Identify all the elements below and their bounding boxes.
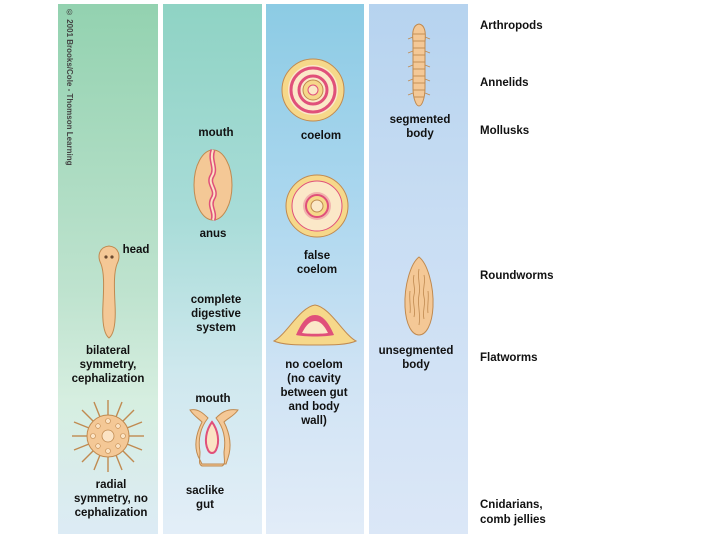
flatworm-figure <box>98 245 120 339</box>
group-mollusks: Mollusks <box>480 125 530 137</box>
radial-symmetry-label: radial symmetry, no cephalization <box>74 479 148 519</box>
group-flatworms: Flatworms <box>480 352 538 364</box>
unsegmented-body-label: unsegmented body <box>378 345 454 371</box>
group-arthropods: Arthropods <box>480 20 543 32</box>
head-label: head <box>122 244 150 256</box>
no-coelom-label: no coelom (no cavity between gut and bod… <box>280 359 348 427</box>
coelom-label: coelom <box>300 130 342 142</box>
segmented-worm-figure <box>407 23 431 107</box>
cnidarian-figure <box>72 400 144 472</box>
copyright-text: © 2001 Brooks/Cole - Thomson Learning <box>65 8 74 166</box>
saclike-gut-figure <box>189 409 239 467</box>
no-coelom-figure <box>272 304 358 346</box>
complete-digestive-label: complete digestive system <box>190 294 242 334</box>
anus-label: anus <box>199 228 227 240</box>
saclike-gut-label: saclike gut <box>185 485 225 511</box>
group-cnidarians: Cnidarians, comb jellies <box>480 499 546 526</box>
bilateral-symmetry-label: bilateral symmetry, cephalization <box>71 345 145 385</box>
coelom-figure <box>281 58 345 122</box>
false-coelom-figure <box>285 174 349 238</box>
complete-gut-figure <box>193 149 233 221</box>
mouth-label-bottom: mouth <box>195 393 231 405</box>
unsegmented-body-figure <box>404 256 434 336</box>
group-annelids: Annelids <box>480 77 529 89</box>
group-roundworms: Roundworms <box>480 270 554 282</box>
mouth-label-top: mouth <box>198 127 234 139</box>
false-coelom-label: false coelom <box>296 250 338 276</box>
segmented-body-label: segmented body <box>389 114 451 140</box>
